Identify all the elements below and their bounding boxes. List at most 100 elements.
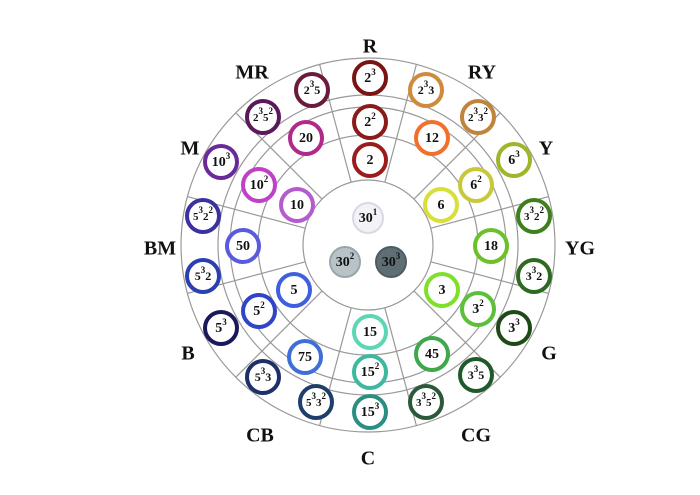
node-base: 30 [359, 211, 373, 226]
node-label: 332 [526, 265, 543, 283]
ring-node-disc [458, 167, 494, 203]
center-node-30-pow-1: 301 [352, 202, 384, 234]
node-exponent: 3 [371, 67, 376, 77]
node-exponent: 2 [269, 106, 274, 116]
ring-node-62: 62 [458, 167, 494, 203]
node-base: 5 [426, 397, 432, 409]
node-base: 3 [526, 269, 532, 283]
ring-node-disc [298, 384, 334, 420]
node-exponent: 3 [259, 106, 264, 116]
ring-node-233: 233 [408, 72, 444, 108]
node-label: 52 [253, 300, 265, 319]
ring-node-disc [185, 258, 221, 294]
ring-node-disc [496, 142, 532, 178]
ring-node-52: 52 [241, 293, 277, 329]
ring-node-disc [352, 104, 388, 140]
node-base: 3 [265, 370, 271, 384]
ring-node-disc [294, 72, 330, 108]
node-base: 5 [253, 304, 260, 319]
direction-label-yg: YG [565, 238, 595, 260]
node-exponent: 3 [310, 79, 315, 89]
ring-node-disc [460, 99, 496, 135]
node-base: 2 [536, 269, 542, 283]
node-base: 10 [250, 178, 264, 193]
node-base: 2 [253, 112, 259, 124]
ring-node-10: 10 [279, 187, 315, 223]
node-base: 30 [382, 255, 396, 270]
ring-node-20: 20 [288, 120, 324, 156]
node-base: 5 [314, 83, 320, 97]
ring-node-532: 532 [185, 258, 221, 294]
node-label: 15 [363, 325, 377, 340]
ring-node-disc [352, 314, 388, 350]
node-exponent: 2 [264, 174, 269, 184]
node-label: 63 [508, 149, 520, 168]
center-node-disc [352, 202, 384, 234]
ring-node-332: 332 [516, 258, 552, 294]
node-base: 50 [236, 239, 250, 254]
node-exponent: 2 [432, 391, 437, 401]
node-label: 3322 [524, 205, 545, 222]
node-base: 15 [361, 405, 375, 420]
node-exponent: 3 [530, 205, 535, 215]
ring-node-3322: 3322 [516, 198, 552, 234]
ring-node-103: 103 [203, 144, 239, 180]
ring-node-32: 32 [460, 291, 496, 327]
ring-node-disc [279, 187, 315, 223]
ring-node-12: 12 [414, 120, 450, 156]
node-base: 3 [416, 397, 422, 409]
node-exponent: 3 [396, 251, 401, 261]
ring-node-disc [241, 293, 277, 329]
node-label: 5 [291, 283, 298, 298]
node-exponent: 3 [312, 391, 317, 401]
node-base: 6 [438, 198, 445, 213]
node-base: 3 [508, 321, 515, 336]
ring-node-3: 3 [424, 272, 460, 308]
center-node-disc [329, 246, 361, 278]
ring-node-22: 22 [352, 104, 388, 140]
ring-node-50: 50 [225, 228, 261, 264]
node-label: 10 [290, 198, 304, 213]
node-exponent: 2 [540, 205, 545, 215]
node-label: 533 [255, 366, 272, 384]
center-node-30-pow-2: 302 [329, 246, 361, 278]
node-base: 2 [367, 153, 374, 168]
ring-node-disc [424, 272, 460, 308]
ring-node-5332: 5332 [298, 384, 334, 420]
ring-node-disc [516, 258, 552, 294]
node-base: 5 [478, 368, 484, 382]
node-exponent: 2 [260, 300, 265, 310]
node-base: 2 [534, 211, 540, 223]
node-label: 23 [364, 67, 376, 86]
node-base: 15 [361, 365, 375, 380]
ring-node-disc [287, 339, 323, 375]
node-exponent: 2 [375, 361, 380, 371]
node-base: 2 [304, 83, 310, 97]
ring-node-63: 63 [496, 142, 532, 178]
ring-node-disc [225, 228, 261, 264]
node-base: 2 [203, 211, 209, 223]
node-label: 103 [212, 151, 231, 170]
node-base: 2 [468, 112, 474, 124]
node-base: 2 [364, 71, 371, 86]
node-exponent: 2 [371, 111, 376, 121]
node-base: 10 [290, 198, 304, 213]
ring-node-33: 33 [496, 310, 532, 346]
node-exponent: 1 [373, 207, 378, 217]
node-base: 3 [524, 211, 530, 223]
node-label: 235 [304, 79, 321, 97]
node-label: 2352 [253, 106, 274, 123]
node-exponent: 3 [226, 151, 231, 161]
node-base: 20 [299, 131, 313, 146]
node-base: 3 [428, 83, 434, 97]
node-base: 45 [425, 347, 439, 362]
node-exponent: 3 [424, 79, 429, 89]
node-exponent: 3 [474, 364, 479, 374]
ring-node-disc [414, 336, 450, 372]
node-label: 2 [367, 153, 374, 168]
ring-node-disc [352, 142, 388, 178]
center-node-disc [375, 246, 407, 278]
direction-label-cb: CB [246, 425, 274, 447]
ring-node-disc [460, 291, 496, 327]
node-label: 335 [468, 364, 485, 382]
